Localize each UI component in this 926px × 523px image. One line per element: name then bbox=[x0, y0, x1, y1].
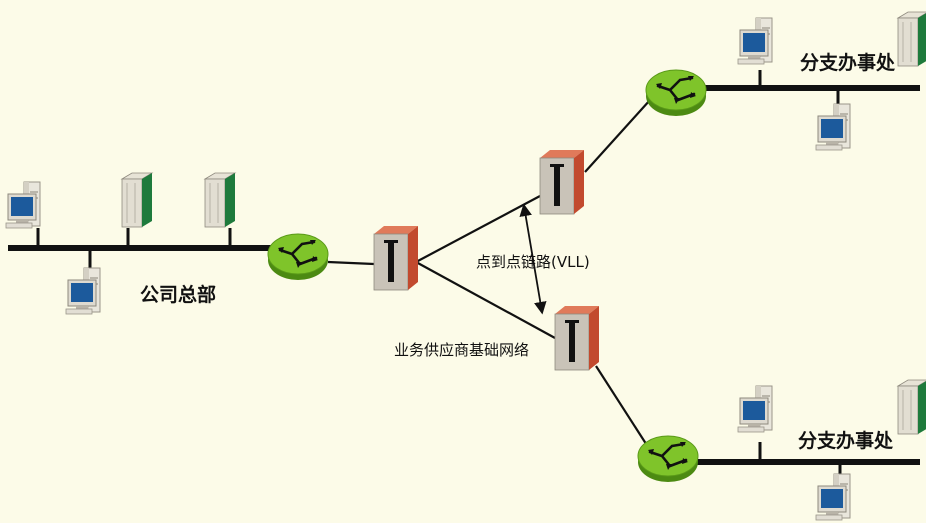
branch-top-router-icon bbox=[644, 68, 708, 118]
provider-switch-hq-icon bbox=[373, 225, 419, 291]
branch-bottom-server-icon bbox=[897, 379, 926, 435]
branch-bottom-router-icon bbox=[636, 434, 700, 484]
headquarters-label: 公司总部 bbox=[140, 284, 217, 306]
hq-pc-1-icon bbox=[5, 181, 41, 229]
branch-bottom-pc-2-icon bbox=[815, 473, 851, 521]
branch-bottom-label: 分支办事处 bbox=[798, 430, 894, 452]
branch-top-pc-2-icon bbox=[815, 103, 851, 151]
vll-arrow bbox=[519, 203, 547, 315]
branch-top-label: 分支办事处 bbox=[800, 52, 896, 74]
vll-label: 点到点链路(VLL) bbox=[476, 253, 590, 271]
hq-bus bbox=[8, 228, 280, 270]
hq-server-1-icon bbox=[121, 172, 153, 228]
wan-links bbox=[327, 99, 651, 451]
hq-pc-2-icon bbox=[65, 267, 101, 315]
branch-top-pc-1-icon bbox=[737, 17, 773, 65]
branch-bottom-pc-1-icon bbox=[737, 385, 773, 433]
hq-server-2-icon bbox=[204, 172, 236, 228]
branch-top-bus bbox=[700, 70, 920, 106]
provider-network-label: 业务供应商基础网络 bbox=[394, 341, 530, 359]
provider-switch-bottom-icon bbox=[554, 305, 600, 371]
branch-top-server-icon bbox=[897, 11, 926, 67]
provider-switch-top-icon bbox=[539, 149, 585, 215]
hq-router-icon bbox=[266, 232, 330, 282]
